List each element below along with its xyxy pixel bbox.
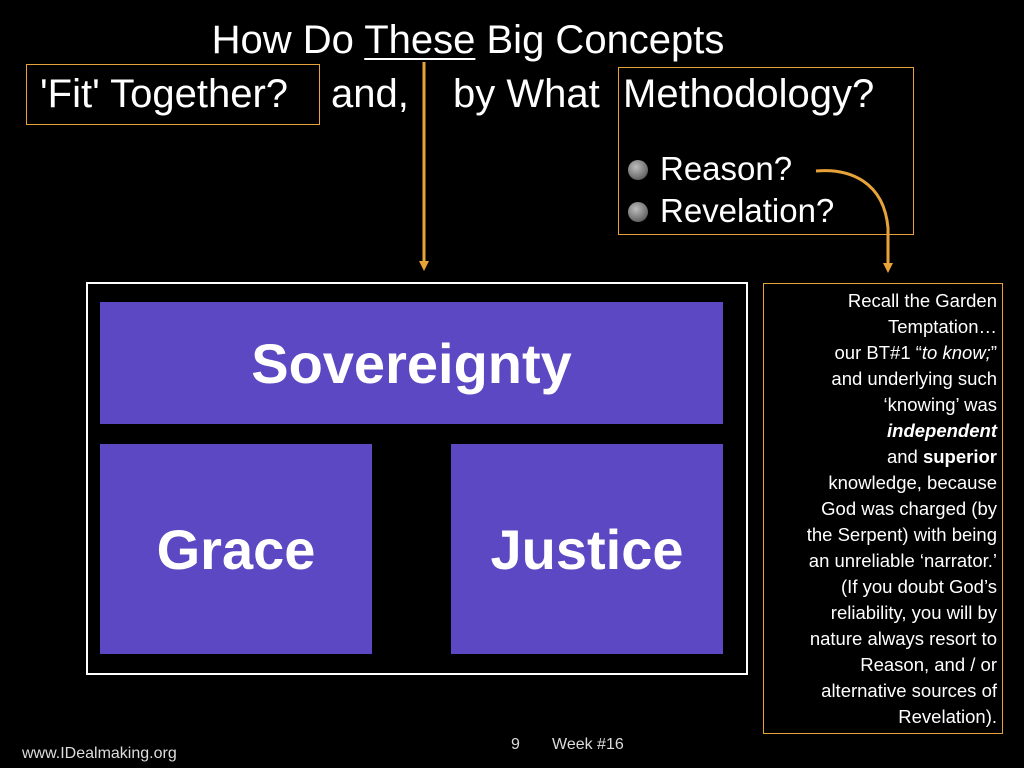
bullet-icon — [628, 202, 648, 222]
justice-block: Justice — [451, 444, 723, 654]
grace-block: Grace — [100, 444, 372, 654]
methodology-text: Methodology? — [623, 72, 875, 116]
note-line: nature always resort to — [809, 628, 997, 649]
option-revelation: Revelation? — [660, 192, 835, 229]
option-reason: Reason? — [660, 150, 793, 187]
note-line: and underlying such — [831, 368, 997, 389]
note-line: Temptation… — [888, 316, 997, 337]
note-line: our BT#1 “to know;” — [834, 342, 997, 363]
footer-website: www.IDealmaking.org — [22, 745, 177, 762]
by-what-text: by What — [453, 72, 600, 116]
bullet-icon — [628, 160, 648, 180]
note-line: Recall the Garden — [847, 290, 997, 311]
concepts-frame — [86, 282, 748, 675]
title-line-1: How Do These Big Concepts — [0, 16, 936, 64]
note-line: alternative sources of — [821, 680, 997, 701]
footer-page-number: 9 — [511, 736, 520, 753]
note-line: the Serpent) with being — [806, 524, 997, 545]
note-line: and superior — [886, 446, 997, 467]
curved-arrow-icon — [815, 169, 893, 273]
fit-together-text: 'Fit' Together? — [40, 72, 289, 116]
note-line: ‘knowing’ was — [883, 394, 997, 415]
note-line: independent — [887, 420, 997, 441]
title-text: Big Concepts — [475, 18, 725, 62]
and-text: and, — [331, 72, 409, 116]
title-text: How Do — [211, 18, 365, 62]
note-line: an unreliable ‘narrator.’ — [808, 550, 997, 571]
methodology-box — [618, 67, 914, 235]
note-line: (If you doubt God’s — [841, 576, 997, 597]
note-line: Revelation). — [898, 706, 997, 727]
footer-week: Week #16 — [552, 736, 624, 753]
note-line: reliability, you will by — [830, 602, 997, 623]
fit-together-box — [26, 64, 320, 125]
note-line: Reason, and / or — [860, 654, 997, 675]
note-line: God was charged (by — [821, 498, 997, 519]
sovereignty-block: Sovereignty — [100, 302, 723, 424]
title-underlined-word: These — [364, 18, 476, 62]
note-line: knowledge, because — [828, 472, 997, 493]
garden-temptation-note: Recall the Garden Temptation… our BT#1 “… — [763, 283, 1003, 734]
